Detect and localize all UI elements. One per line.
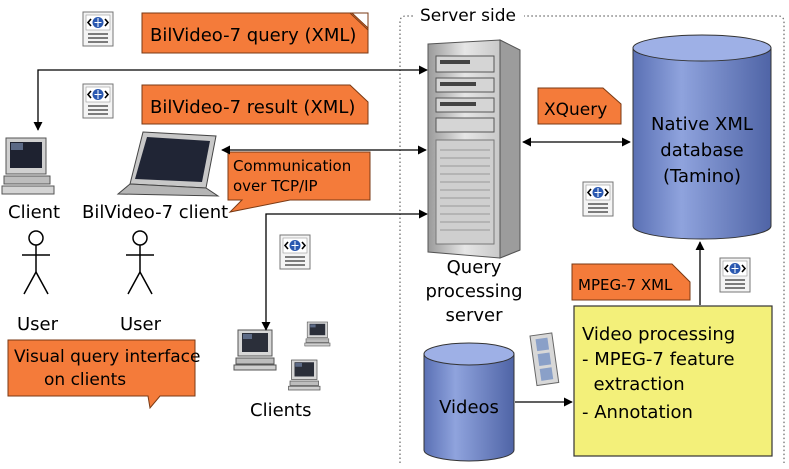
visual-query-note-line2: on clients [44,370,126,390]
query-server-label-line2: processing [425,281,522,302]
xml-database-cylinder [632,34,772,240]
videos-cylinder [423,342,515,462]
communication-note [227,151,371,213]
client-pc-icon [288,359,321,391]
communication-note-line1: Communication [233,157,351,175]
client-pc-icon [233,329,277,371]
xml-document-icon [82,11,114,47]
xml-document-icon [279,234,311,270]
result-note-text: BilVideo-7 result (XML) [150,97,355,118]
clients-label: Clients [250,400,312,421]
mpeg7-xml-note [571,263,691,301]
processing-line2: - MPEG-7 feature [582,349,735,370]
video-processing-box [573,305,773,457]
processing-line3: extraction [582,374,685,395]
user-icon [21,230,51,295]
communication-note-line2: over TCP/IP [233,177,318,195]
database-label-line3: (Tamino) [663,166,741,187]
xml-document-icon [82,83,114,119]
film-strip-icon [529,332,560,387]
bilvideo-client-label: BilVideo-7 client [82,202,228,223]
processing-line1: Video processing [582,324,735,345]
database-label-line1: Native XML [651,114,753,135]
user-label-2: User [120,314,162,335]
xml-document-icon [719,257,751,293]
query-result-arrow [33,65,428,131]
mpeg7-xml-note-text: MPEG-7 XML [578,276,673,294]
user-icon [125,230,155,295]
query-note-text: BilVideo-7 query (XML) [150,25,356,46]
processing-line4: - Annotation [582,402,693,423]
query-server-label-line1: Query [447,257,502,278]
visual-query-note-line1: Visual query interface [14,347,200,367]
videos-label: Videos [439,397,499,418]
server-side-boundary [399,15,785,463]
client-label: Client [8,202,60,223]
user-label-1: User [17,314,59,335]
laptop-icon [116,131,220,197]
server-label-bg [414,4,524,26]
server-tower-icon [427,39,521,259]
client-computer-icon [1,137,55,195]
client-pc-icon [304,321,331,347]
database-label-line2: database [660,140,743,161]
xml-document-icon [582,181,614,217]
visual-query-note [7,339,196,410]
clients-arrow [261,209,428,331]
query-server-label-line3: server [446,305,504,326]
server-side-label: Server side [420,6,516,26]
xquery-note-text: XQuery [544,100,607,120]
query-note-shape [141,12,369,54]
xquery-note [537,87,622,125]
